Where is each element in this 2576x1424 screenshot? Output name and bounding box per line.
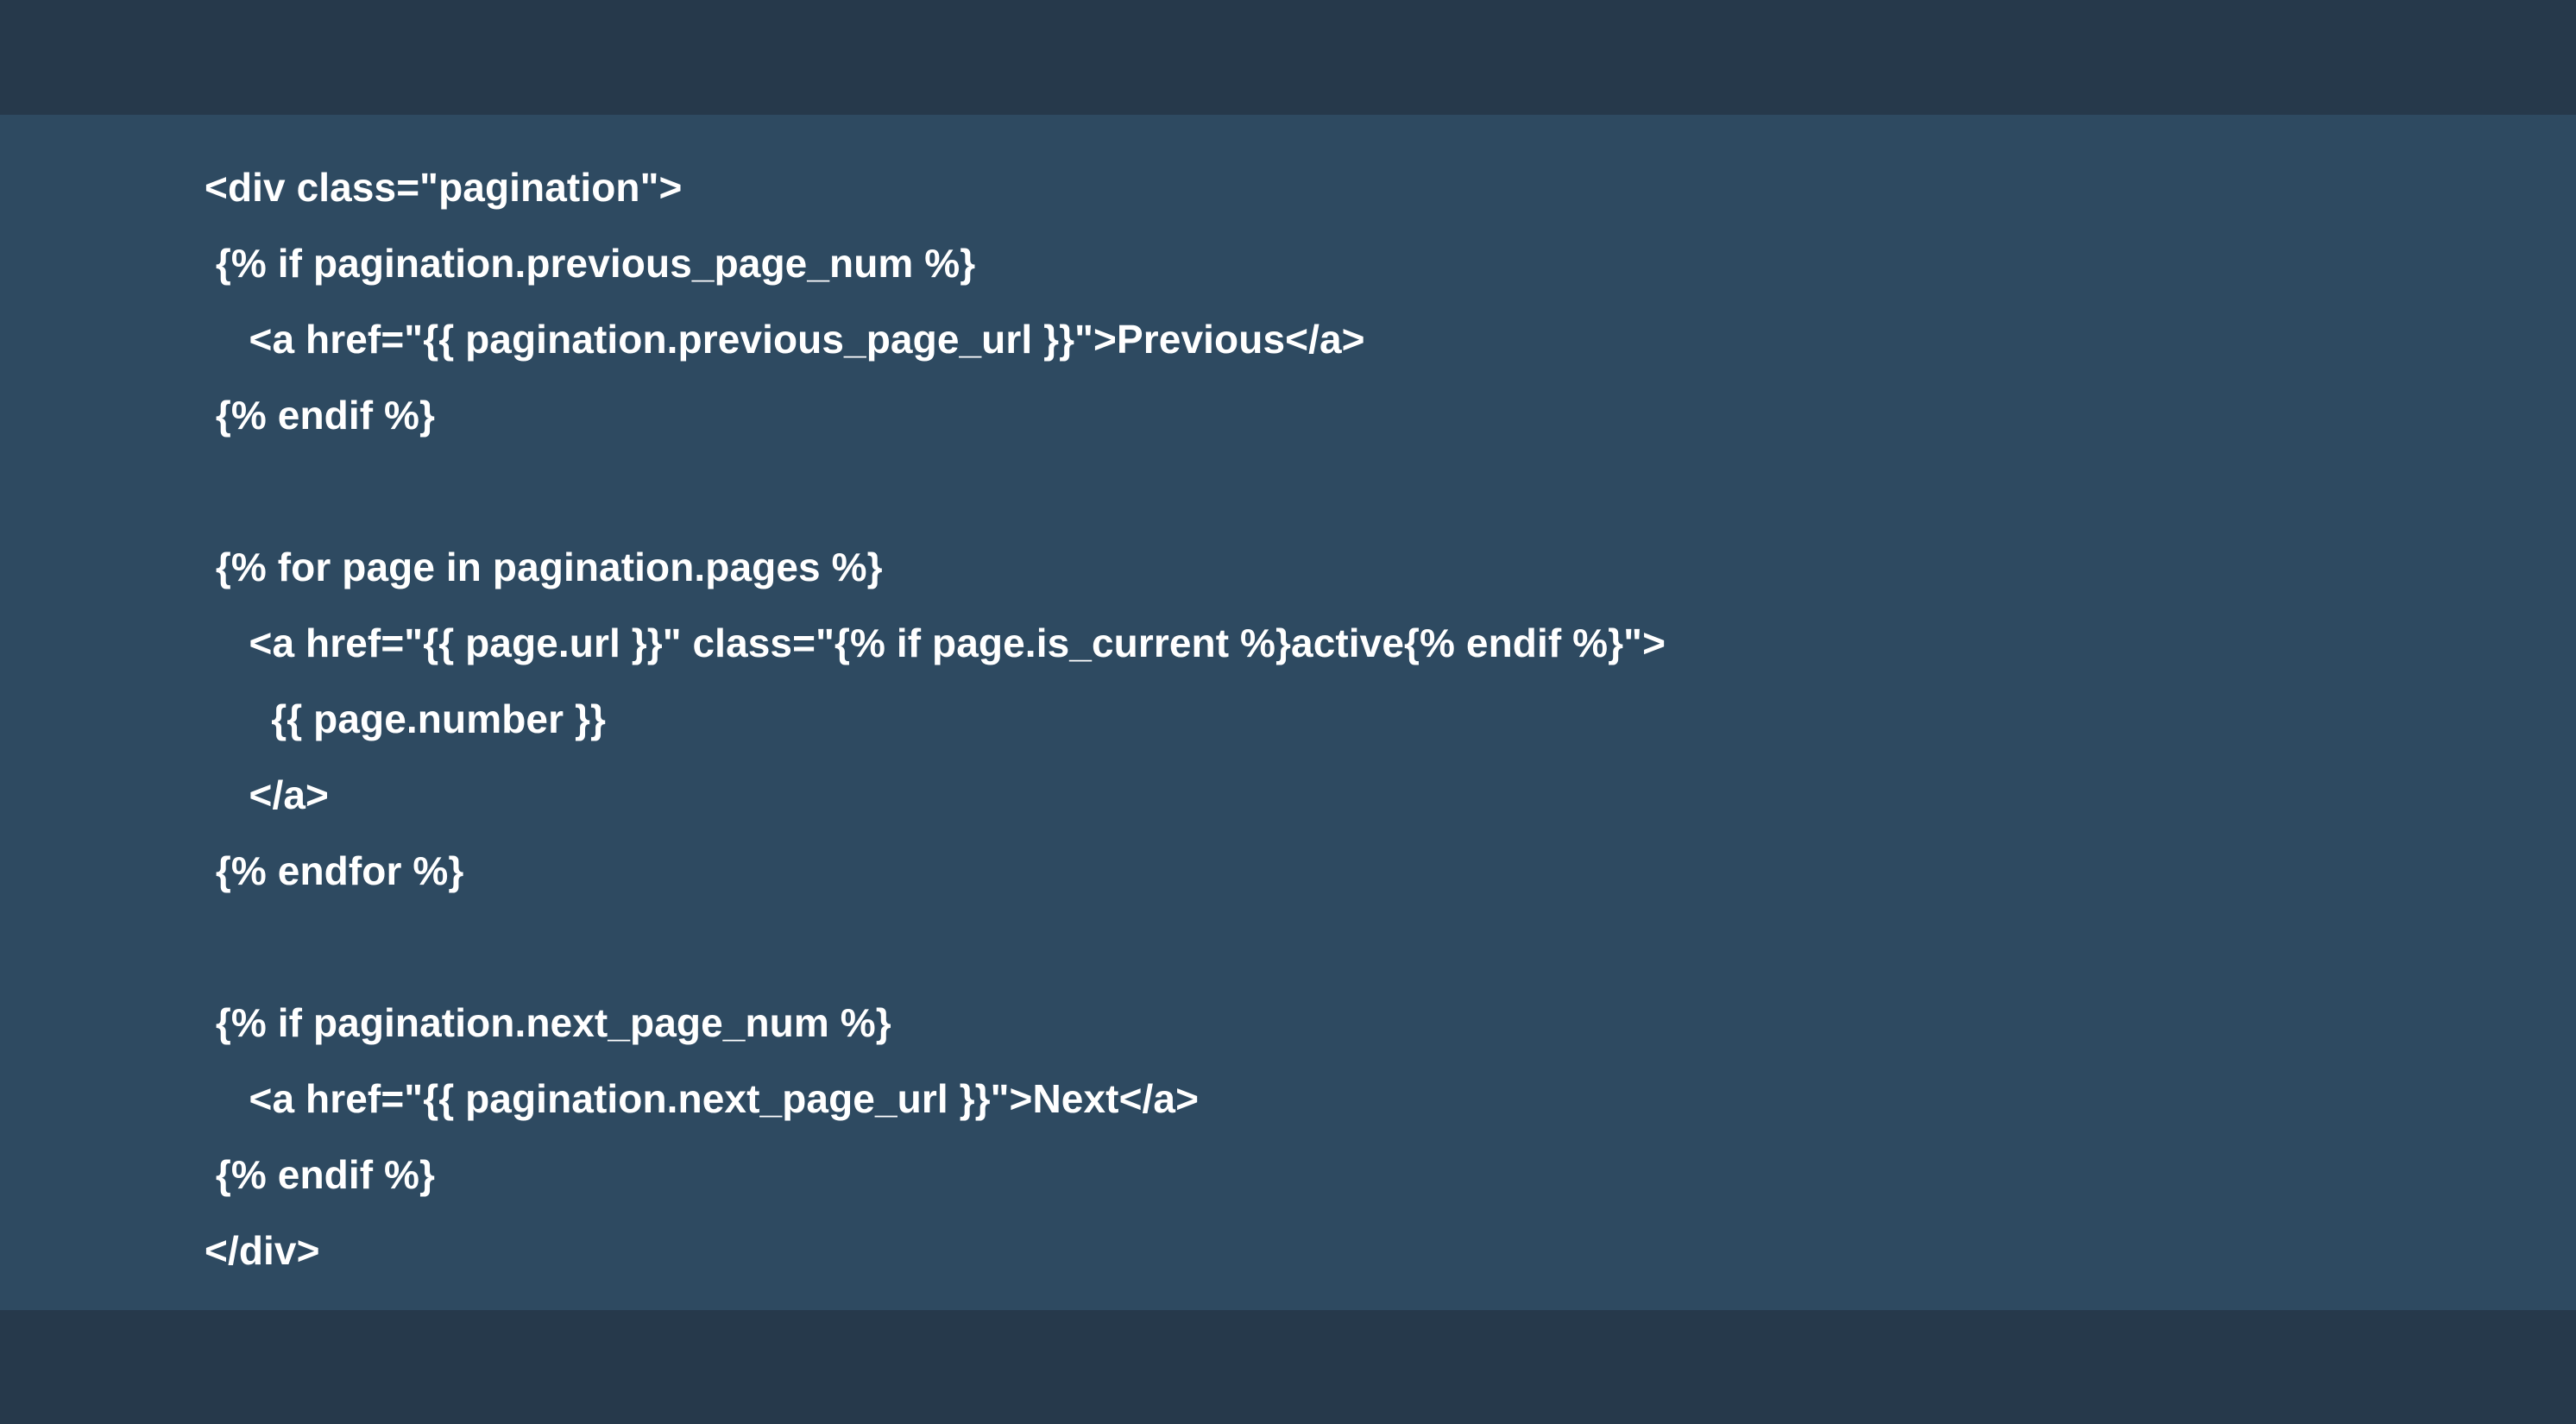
code-line: {% endif %} — [205, 1152, 436, 1197]
code-line: <a href="{{ pagination.previous_page_url… — [205, 317, 1365, 362]
code-snippet: <div class="pagination"> {% if paginatio… — [205, 149, 1666, 1289]
code-line: <a href="{{ page.url }}" class="{% if pa… — [205, 621, 1666, 665]
code-panel: <div class="pagination"> {% if paginatio… — [0, 115, 2576, 1310]
code-line: </div> — [205, 1228, 320, 1273]
code-line: {% if pagination.previous_page_num %} — [205, 241, 976, 286]
code-line: <a href="{{ pagination.next_page_url }}"… — [205, 1076, 1200, 1121]
code-line: </a> — [205, 772, 330, 817]
code-line-blank — [205, 453, 1666, 529]
code-line: <div class="pagination"> — [205, 165, 683, 210]
code-line: {% endif %} — [205, 393, 436, 438]
code-line: {% if pagination.next_page_num %} — [205, 1000, 891, 1045]
code-line: {% endfor %} — [205, 848, 464, 893]
code-line-blank — [205, 909, 1666, 985]
code-line: {% for page in pagination.pages %} — [205, 545, 883, 589]
code-line: {{ page.number }} — [205, 696, 606, 741]
